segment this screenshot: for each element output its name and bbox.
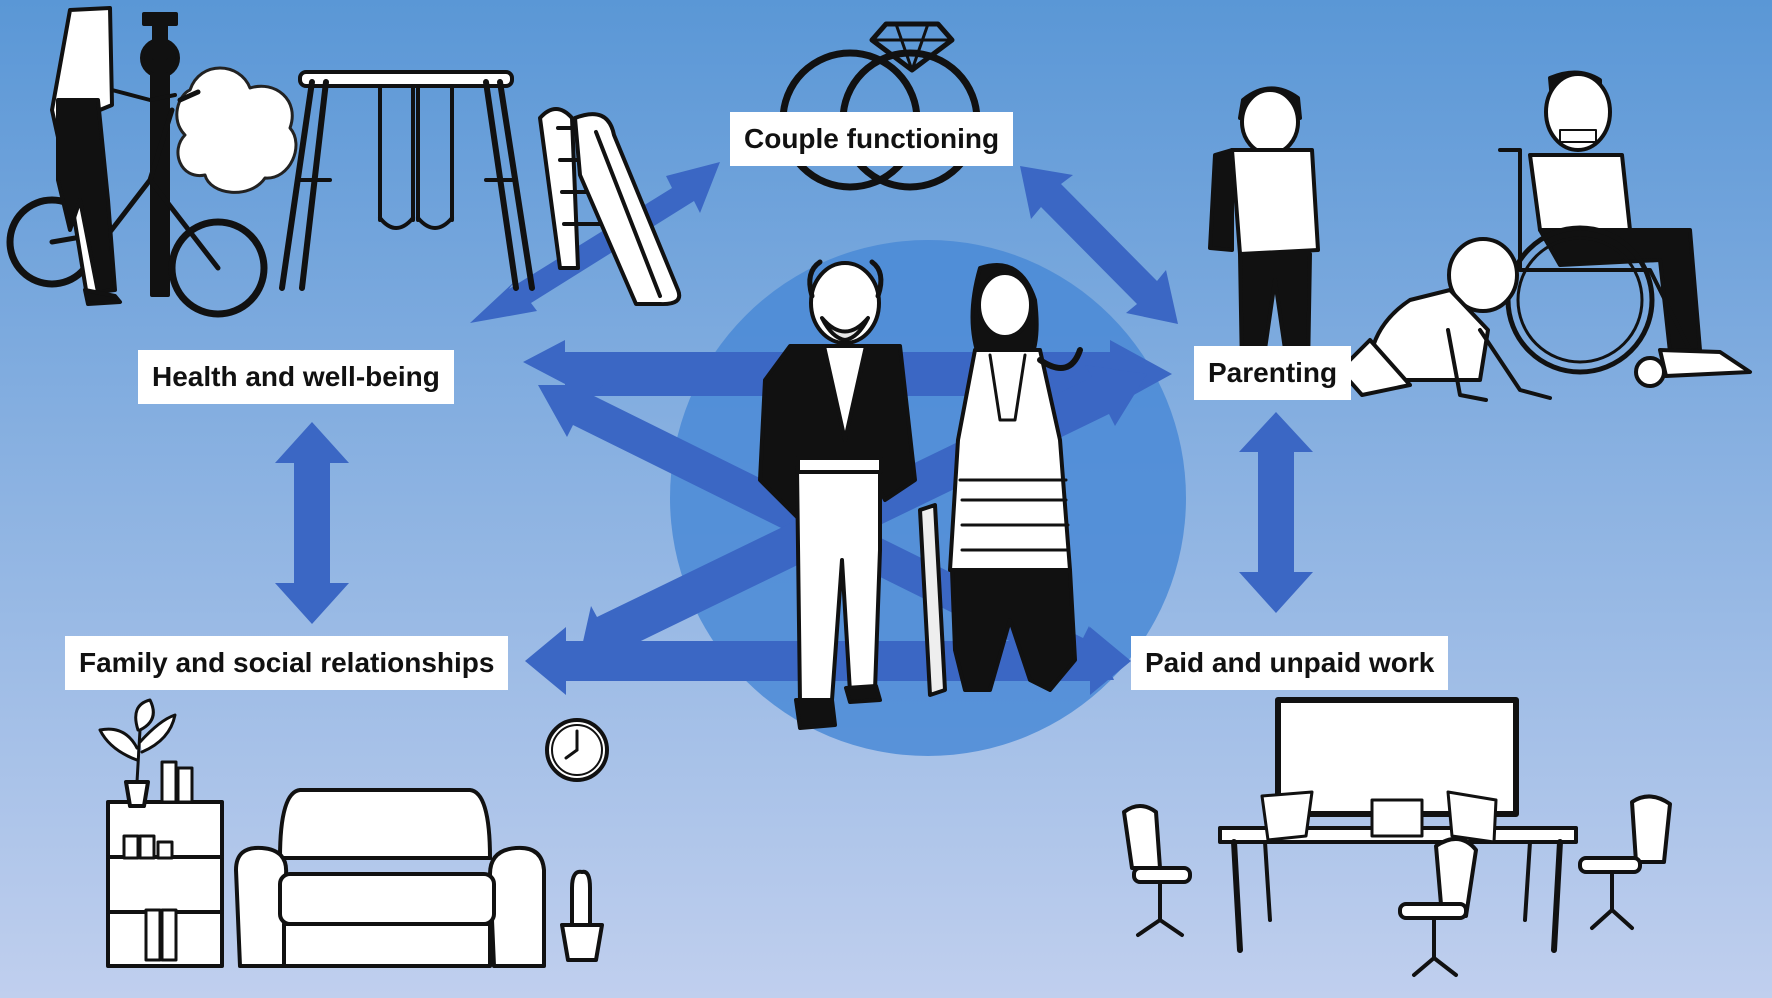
houseplant-icon (98, 698, 177, 808)
office-chair-icon (1578, 794, 1672, 930)
wall-clock-icon (545, 718, 609, 782)
node-parenting: Parenting (1194, 346, 1352, 400)
wheelchair-man-icon (1498, 70, 1752, 388)
node-couple-functioning: Couple functioning (730, 112, 1014, 166)
sofa-icon (234, 788, 546, 968)
schoolboy-icon (1208, 86, 1327, 394)
slide-icon (538, 107, 682, 307)
older-couple-icon (758, 259, 1083, 730)
node-health-wellbeing: Health and well-being (138, 350, 454, 404)
arrow-health-family (275, 422, 349, 624)
arrow-parenting-work (1239, 412, 1313, 613)
laptop-icon (1260, 790, 1498, 844)
swing-set-icon (279, 70, 535, 291)
cactus-icon (560, 869, 604, 962)
office-chair-icon (1398, 837, 1478, 977)
arrow-couple-parenting (1020, 166, 1178, 324)
office-chair-icon (1122, 804, 1192, 937)
node-paid-unpaid-work: Paid and unpaid work (1131, 636, 1449, 690)
whiteboard-icon (1275, 697, 1519, 817)
crawling-baby-icon (1338, 237, 1552, 402)
cyclist-icon (6, 6, 298, 318)
bookshelf-icon (106, 760, 224, 968)
node-family-social-relationships: Family and social relationships (65, 636, 509, 690)
